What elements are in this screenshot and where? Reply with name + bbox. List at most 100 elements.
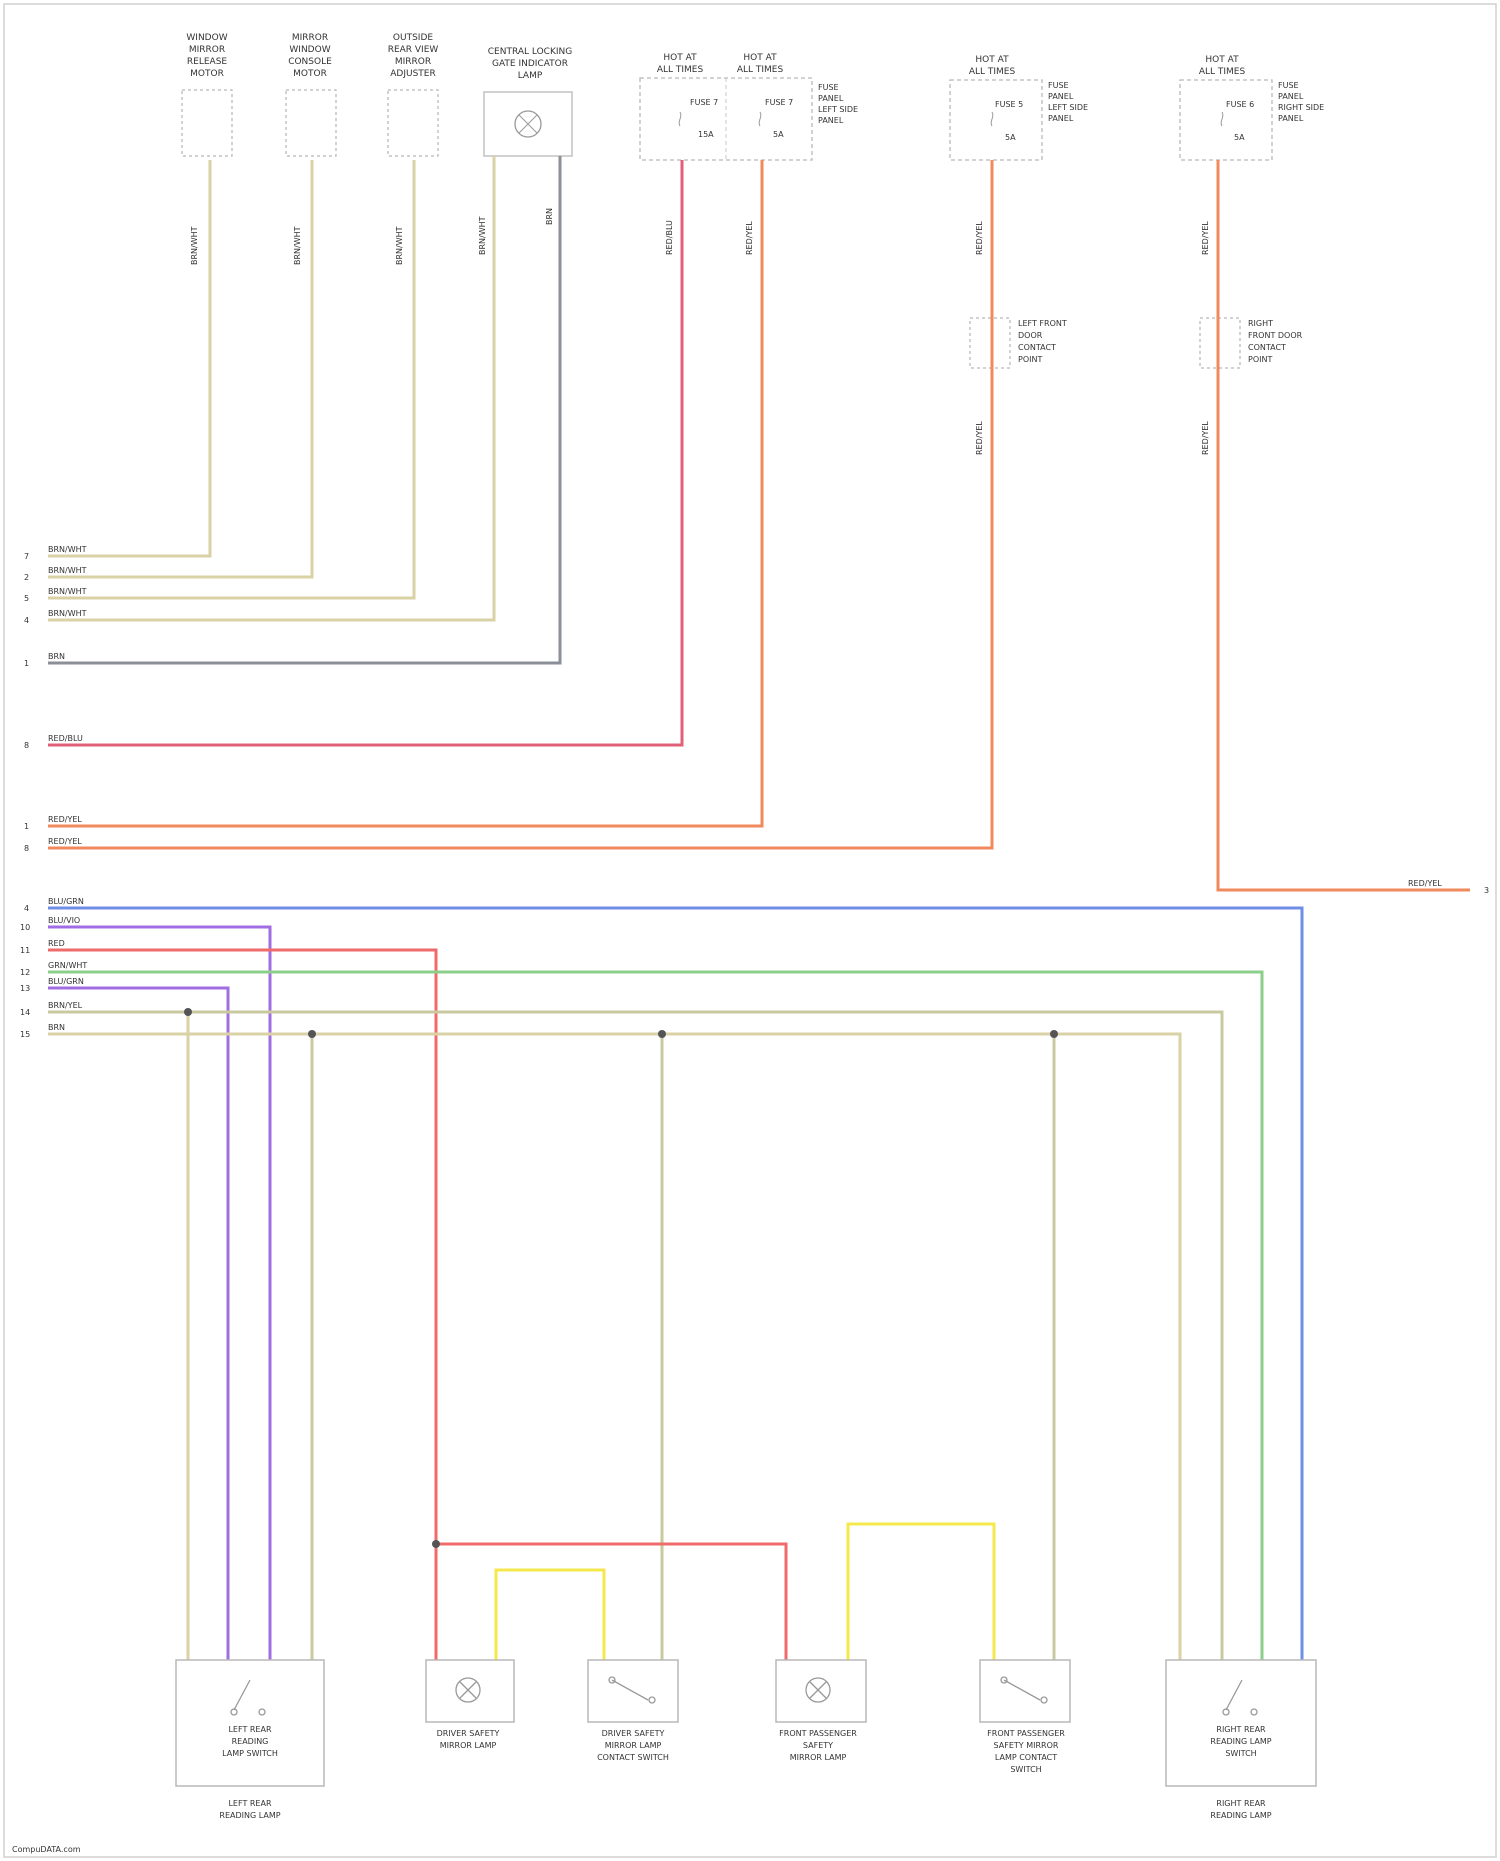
label-line: HOT AT <box>743 53 777 63</box>
right-exit-label: RED/YEL 3 <box>1408 879 1489 895</box>
wire-code: RED/YEL <box>745 221 754 255</box>
label-line: RIGHT REAR <box>1216 1725 1266 1734</box>
label-line: MIRROR LAMP <box>605 1741 662 1750</box>
pin-number: 4 <box>24 904 29 913</box>
label-line: DRIVER SAFETY <box>437 1729 500 1738</box>
label-line: PANEL <box>1278 92 1304 101</box>
pin-code: BRN/WHT <box>48 566 87 575</box>
label-line: ADJUSTER <box>390 69 435 79</box>
label-line: LEFT SIDE <box>1048 103 1088 112</box>
label-line: FUSE <box>818 83 839 92</box>
pin-number: 10 <box>20 923 30 932</box>
wire-f4 <box>1218 160 1470 890</box>
label-line: HOT AT <box>663 53 697 63</box>
component-sublabel-b6: RIGHT REAR READING LAMP <box>1210 1799 1271 1820</box>
label-line: CONSOLE <box>288 57 332 67</box>
label-line: POINT <box>1248 355 1272 364</box>
fuse-block-f4 <box>1180 80 1272 160</box>
pin-code: RED <box>48 939 65 948</box>
label-line: PANEL <box>1048 92 1074 101</box>
pin-code: BRN/YEL <box>48 1001 83 1010</box>
fuse-panel-label-f4: FUSE PANEL RIGHT SIDE PANEL <box>1278 81 1324 123</box>
label-line: CENTRAL LOCKING <box>488 47 572 57</box>
fuse-symbol-f2 <box>759 112 761 126</box>
label-line: LAMP <box>518 71 543 81</box>
pin-code: RED/BLU <box>48 734 83 743</box>
lamp-box-b2 <box>426 1660 514 1722</box>
label-line: FUSE <box>1048 81 1069 90</box>
label-line: GATE INDICATOR <box>492 59 568 69</box>
label-line: PANEL <box>818 116 844 125</box>
fuse-name: FUSE 7 <box>765 98 793 107</box>
label-line: REAR VIEW <box>388 45 439 55</box>
pin-number: 11 <box>20 946 30 955</box>
fuse-amps: 5A <box>773 130 784 139</box>
wire-code: RED/YEL <box>975 421 984 455</box>
wire-code: BRN/WHT <box>190 226 199 265</box>
wire-code: RED/YEL <box>1201 421 1210 455</box>
component-label-c4: CENTRAL LOCKING GATE INDICATOR LAMP <box>488 47 572 81</box>
pin-number: 13 <box>20 984 30 993</box>
wire-code: BRN/WHT <box>478 216 487 255</box>
wire-red <box>48 950 436 1660</box>
label-line: LEFT SIDE <box>818 105 858 114</box>
label-line: CONTACT SWITCH <box>597 1753 669 1762</box>
motor-connector-c2 <box>286 90 336 156</box>
pin-code: RED/YEL <box>48 815 82 824</box>
label-line: MOTOR <box>190 69 224 79</box>
wire-blu-grn-2 <box>48 988 228 1660</box>
fuse-4-text: FUSE 6 5A <box>1226 100 1254 142</box>
label-line: SWITCH <box>1225 1749 1256 1758</box>
wire-yellow-2 <box>848 1524 994 1660</box>
wire-code: BRN/WHT <box>395 226 404 265</box>
door-contact-d2 <box>1200 318 1240 368</box>
pin-code: GRN/WHT <box>48 961 87 970</box>
pin-number: 8 <box>24 844 29 853</box>
pin-code: BRN <box>48 1023 65 1032</box>
label-line: SAFETY MIRROR <box>994 1741 1059 1750</box>
pin-code: RED/YEL <box>48 837 82 846</box>
fuse-panel-label-f3: FUSE PANEL LEFT SIDE PANEL <box>1048 81 1088 123</box>
wire-blu-vio <box>48 927 270 1660</box>
label-line: HOT AT <box>1205 55 1239 65</box>
label-line: MIRROR LAMP <box>790 1753 847 1762</box>
wire-c3 <box>48 160 414 598</box>
wire-c2 <box>48 160 312 577</box>
label-line: OUTSIDE <box>393 33 433 43</box>
label-line: LEFT FRONT <box>1018 319 1067 328</box>
label-line: RIGHT SIDE <box>1278 103 1324 112</box>
switch-label-b3: DRIVER SAFETY MIRROR LAMP CONTACT SWITCH <box>597 1729 669 1762</box>
fuse-block-f1-f2 <box>640 78 812 160</box>
label-line: FUSE <box>1278 81 1299 90</box>
fuse-symbol-f1 <box>679 112 681 126</box>
label-line: PANEL <box>818 94 844 103</box>
label-line: LAMP SWITCH <box>222 1749 278 1758</box>
wire-code: RED/BLU <box>665 220 674 255</box>
label-line: SAFETY <box>803 1741 833 1750</box>
label-line: LAMP CONTACT <box>995 1753 1057 1762</box>
fuse-1-text: FUSE 7 15A <box>690 98 718 139</box>
fuse-amps: 5A <box>1005 133 1016 142</box>
pin-code: RED/YEL <box>1408 879 1442 888</box>
label-line: MIRROR <box>292 33 328 43</box>
label-line: READING LAMP <box>219 1811 280 1820</box>
fuse-amps: 5A <box>1234 133 1245 142</box>
pin-number: 4 <box>24 616 29 625</box>
ground-splice-icon <box>432 1540 440 1548</box>
pin-number: 15 <box>20 1030 30 1039</box>
wire-red-bus <box>436 1544 786 1660</box>
wire-brn <box>48 1034 1180 1660</box>
label-line: RELEASE <box>187 57 228 67</box>
ground-splice-icon <box>1050 1030 1058 1038</box>
label-line: DRIVER SAFETY <box>602 1729 665 1738</box>
wire-grn-wht <box>48 972 1262 1660</box>
fuse-2-text: FUSE 7 5A <box>765 98 793 139</box>
wire-code: BRN/WHT <box>293 226 302 265</box>
pin-number: 7 <box>24 552 29 561</box>
motor-connector-c1 <box>182 90 232 156</box>
wire-c1 <box>48 160 210 556</box>
label-line: ALL TIMES <box>737 65 784 75</box>
pin-number: 1 <box>24 659 29 668</box>
wire-c4 <box>48 156 494 620</box>
door-contact-d1 <box>970 318 1010 368</box>
